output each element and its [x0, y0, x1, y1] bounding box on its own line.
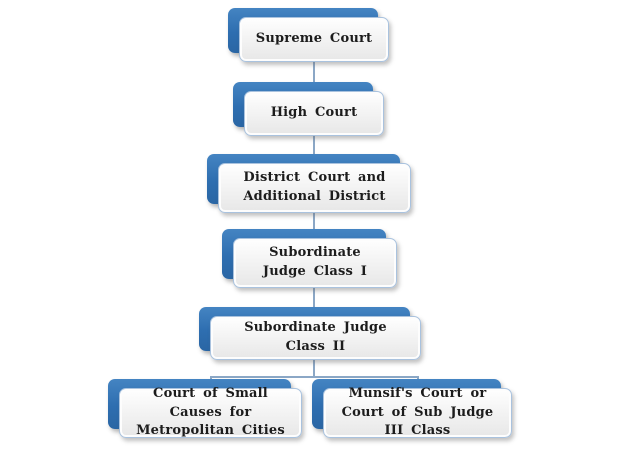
connector-supreme-to-high [313, 60, 315, 84]
node-box: High Court [244, 91, 384, 136]
node-box: District Court and Additional District [218, 163, 411, 213]
connector-high-to-district [313, 134, 315, 156]
node-label: High Court [270, 105, 358, 121]
node-district-court: District Court and Additional District [207, 154, 411, 213]
node-subordinate-judge-class-2: Subordinate Judge Class II [199, 307, 421, 360]
node-label: Supreme Court [255, 31, 373, 47]
node-court-of-small-causes: Court of Small Causes for Metropolitan C… [108, 379, 302, 438]
node-box: Subordinate Judge Class II [210, 316, 421, 360]
node-subordinate-judge-class-1: Subordinate Judge Class I [222, 229, 397, 288]
node-high-court: High Court [233, 82, 384, 136]
connector-class1-to-class2 [313, 286, 315, 309]
node-box: Munsif's Court or Court of Sub Judge III… [323, 386, 512, 438]
node-label: Subordinate Judge Class II [244, 320, 387, 354]
connector-branch-horizontal [210, 376, 419, 378]
node-label: Subordinate Judge Class I [262, 245, 368, 279]
node-box: Subordinate Judge Class I [233, 238, 397, 288]
node-label: Court of Small Causes for Metropolitan C… [136, 385, 285, 439]
node-label: District Court and Additional District [243, 170, 386, 204]
connector-district-to-class1 [313, 211, 315, 231]
connector-class2-to-branch [313, 358, 315, 378]
node-munsif-court: Munsif's Court or Court of Sub Judge III… [312, 379, 512, 438]
node-box: Court of Small Causes for Metropolitan C… [119, 386, 302, 438]
node-label: Munsif's Court or Court of Sub Judge III… [341, 385, 494, 439]
node-box: Supreme Court [239, 17, 389, 62]
node-supreme-court: Supreme Court [228, 8, 389, 62]
